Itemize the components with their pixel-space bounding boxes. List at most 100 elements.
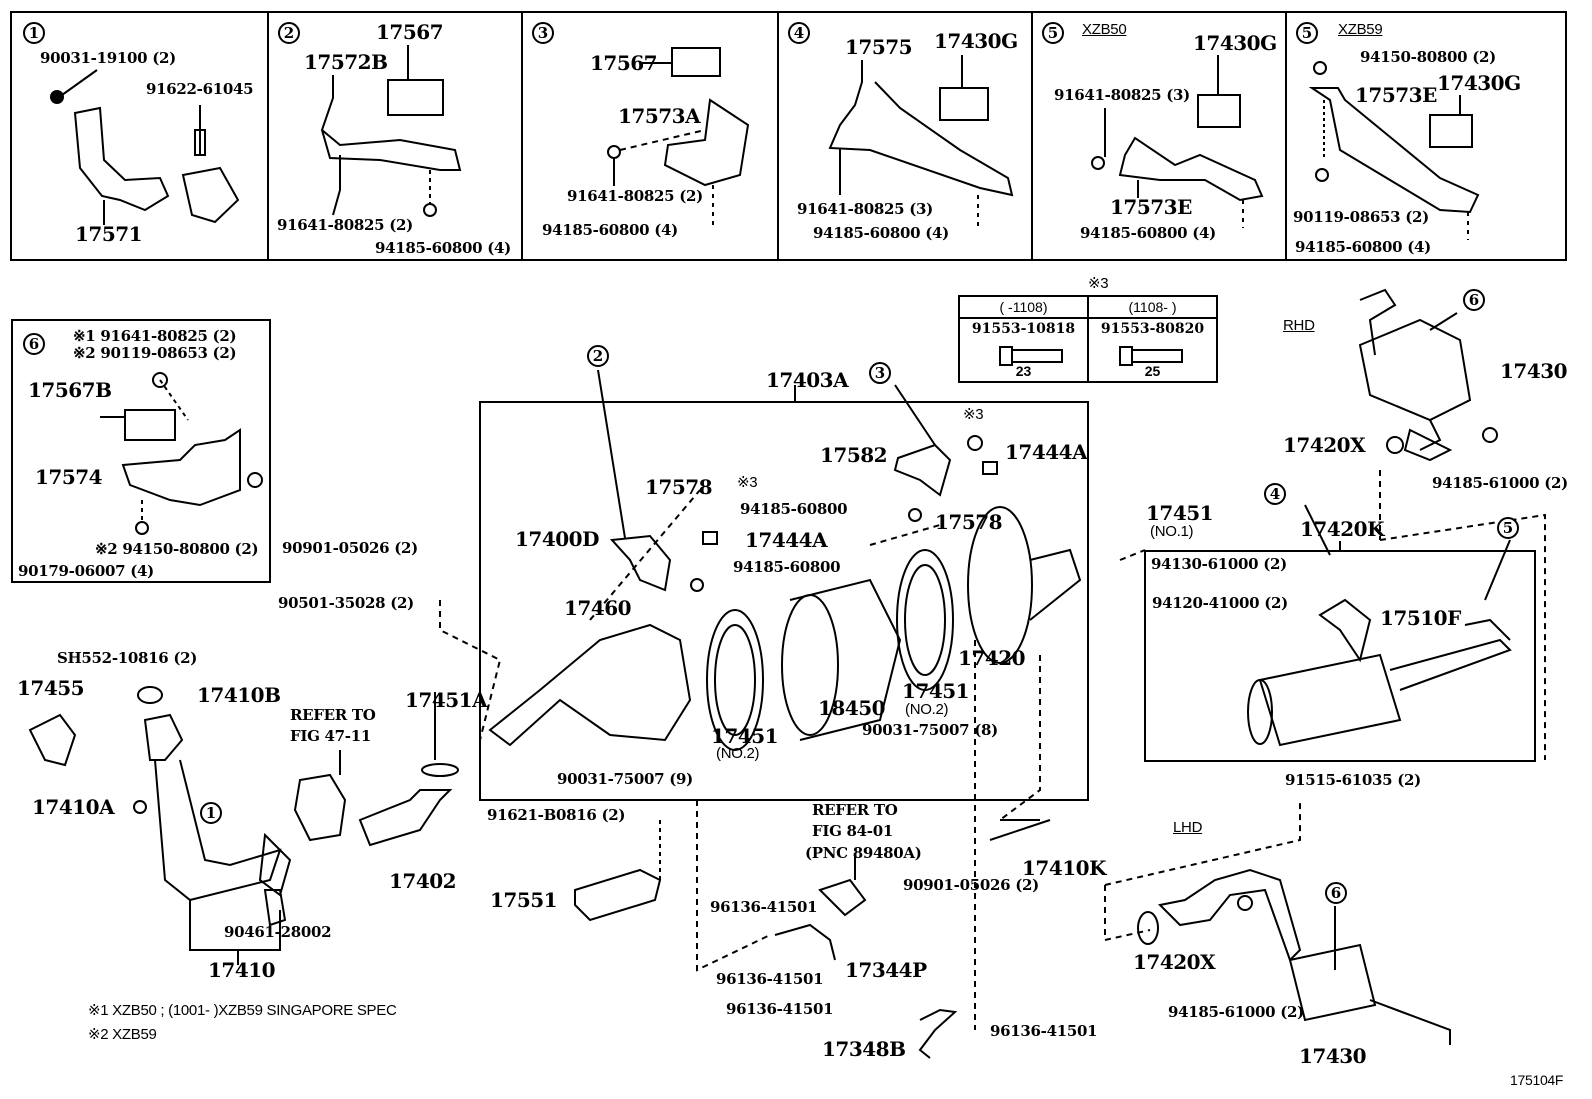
part-label[interactable]: 90031-19100 (2)	[40, 49, 176, 67]
callout-6-rhd[interactable]: 6	[1463, 289, 1485, 311]
refer-note[interactable]: FIG 47-11	[290, 727, 371, 745]
part-label[interactable]: 94185-60800 (4)	[813, 224, 949, 242]
part-label[interactable]: 91515-61035 (2)	[1285, 771, 1421, 789]
part-label[interactable]: 17551	[490, 888, 558, 912]
part-label[interactable]: SH552-10816 (2)	[57, 649, 198, 667]
part-label[interactable]: 17571	[75, 222, 143, 246]
part-label[interactable]: 91621-B0816 (2)	[487, 806, 626, 824]
part-label[interactable]: 17567B	[28, 378, 112, 402]
callout-5[interactable]: 5	[1497, 517, 1519, 539]
part-label[interactable]: 94185-60800 (4)	[1295, 238, 1431, 256]
part-label[interactable]: 94185-60800 (4)	[542, 221, 678, 239]
part-label[interactable]: 17455	[17, 676, 85, 700]
part-label[interactable]: 90031-75007 (8)	[862, 721, 998, 739]
lhd-label: LHD	[1173, 819, 1203, 836]
part-label[interactable]: 94185-60800	[733, 558, 841, 576]
part-label[interactable]: 96136-41501	[990, 1022, 1098, 1040]
part-label[interactable]: 96136-41501	[716, 970, 824, 988]
tailpipe-muffler-drawing	[1247, 598, 1512, 747]
part-label[interactable]: 90901-05026 (2)	[282, 539, 418, 557]
part-label[interactable]: 17410A	[32, 795, 115, 819]
part-label[interactable]: ※2 90119-08653 (2)	[73, 344, 237, 362]
callout-4[interactable]: 4	[1264, 483, 1286, 505]
pipe-17402-drawing	[358, 692, 459, 847]
part-label[interactable]: 94185-60800 (4)	[375, 239, 511, 257]
part-label[interactable]: 91553-80820	[1100, 321, 1205, 337]
part-label[interactable]: 17410K	[1022, 856, 1106, 880]
part-label[interactable]: 17573E	[1110, 195, 1192, 219]
part-label[interactable]: 17578	[645, 475, 713, 499]
part-label[interactable]: 90119-08653 (2)	[1293, 208, 1429, 226]
part-label[interactable]: 94185-61000 (2)	[1432, 474, 1568, 492]
part-label[interactable]: 17451	[902, 679, 970, 703]
callout-3[interactable]: 3	[869, 362, 891, 384]
part-label[interactable]: 17344P	[845, 958, 927, 982]
callout-1[interactable]: 1	[200, 802, 222, 824]
bracket-17575-drawing	[828, 55, 1014, 230]
part-label[interactable]: 17451	[1146, 501, 1214, 525]
part-label[interactable]: 17430	[1299, 1044, 1367, 1068]
part-label[interactable]: 17444A	[1005, 440, 1088, 464]
part-label[interactable]: 91622-61045	[146, 80, 254, 98]
part-label[interactable]: 17400D	[515, 527, 599, 551]
callout-6-lhd[interactable]: 6	[1325, 882, 1347, 904]
part-label[interactable]: 17410	[208, 958, 276, 982]
part-label[interactable]: 17510F	[1380, 606, 1461, 630]
part-label[interactable]: 17430G	[1437, 71, 1521, 95]
part-label[interactable]: 90501-35028 (2)	[278, 594, 414, 612]
part-label[interactable]: 94185-60800	[740, 500, 848, 518]
part-label[interactable]: 91641-80825 (3)	[1054, 86, 1190, 104]
part-label[interactable]: 17420K	[1300, 517, 1384, 541]
part-label[interactable]: 90461-28002	[224, 923, 332, 941]
part-label[interactable]: 17430G	[1193, 31, 1277, 55]
part-label[interactable]: 17567	[376, 20, 444, 44]
part-label[interactable]: 91553-10818	[971, 321, 1076, 337]
part-label[interactable]: 94130-61000 (2)	[1151, 555, 1287, 573]
callout-number: 6	[23, 333, 45, 355]
part-label[interactable]: 91641-80825 (3)	[797, 200, 933, 218]
part-label[interactable]: 91641-80825 (2)	[567, 187, 703, 205]
part-label[interactable]: 17572B	[304, 50, 388, 74]
part-label[interactable]: 94185-61000 (2)	[1168, 1003, 1304, 1021]
length-value: 25	[1144, 363, 1161, 379]
part-label[interactable]: 17573E	[1355, 83, 1437, 107]
note-ref: ※3	[963, 406, 984, 423]
bracket-17573A-drawing	[607, 47, 750, 228]
part-label[interactable]: 17420X	[1283, 433, 1366, 457]
part-label[interactable]: ※2 94150-80800 (2)	[95, 540, 259, 558]
part-label[interactable]: 17573A	[618, 104, 701, 128]
part-label[interactable]: 17430G	[934, 29, 1018, 53]
part-label[interactable]: 17420	[958, 646, 1026, 670]
refer-note[interactable]: FIG 84-01	[812, 822, 893, 840]
part-label[interactable]: 18450	[818, 696, 886, 720]
callout-number: 5	[1042, 22, 1064, 44]
part-label[interactable]: ※1 91641-80825 (2)	[73, 327, 237, 345]
part-label[interactable]: 17420X	[1133, 950, 1216, 974]
part-label[interactable]: 17451	[711, 724, 779, 748]
part-label[interactable]: 17451A	[405, 688, 488, 712]
part-label[interactable]: 17444A	[745, 528, 828, 552]
part-label[interactable]: 96136-41501	[726, 1000, 834, 1018]
part-label[interactable]: 96136-41501	[710, 898, 818, 916]
part-label[interactable]: 17430	[1500, 359, 1568, 383]
callout-2[interactable]: 2	[587, 345, 609, 367]
part-label[interactable]: 17582	[820, 443, 888, 467]
part-label[interactable]: 17567	[590, 51, 658, 75]
part-label[interactable]: 17575	[845, 35, 913, 59]
part-label[interactable]: 17403A	[766, 368, 849, 392]
part-label[interactable]: 17402	[389, 869, 457, 893]
part-label[interactable]: 90179-06007 (4)	[18, 562, 154, 580]
part-label[interactable]: 91641-80825 (2)	[277, 216, 413, 234]
legend-range: ( -1108)	[958, 295, 1089, 319]
rhd-muffler-drawing	[1358, 288, 1498, 540]
part-label[interactable]: 17578	[935, 510, 1003, 534]
part-label[interactable]: 94120-41000 (2)	[1152, 594, 1288, 612]
part-label[interactable]: 17574	[35, 465, 103, 489]
part-label[interactable]: 94150-80800 (2)	[1360, 48, 1496, 66]
part-label[interactable]: 90901-05026 (2)	[903, 876, 1039, 894]
part-label[interactable]: 17348B	[822, 1037, 906, 1061]
part-label[interactable]: 17460	[564, 596, 632, 620]
part-label[interactable]: 90031-75007 (9)	[557, 770, 693, 788]
part-label[interactable]: 94185-60800 (4)	[1080, 224, 1216, 242]
part-label[interactable]: 17410B	[197, 683, 281, 707]
